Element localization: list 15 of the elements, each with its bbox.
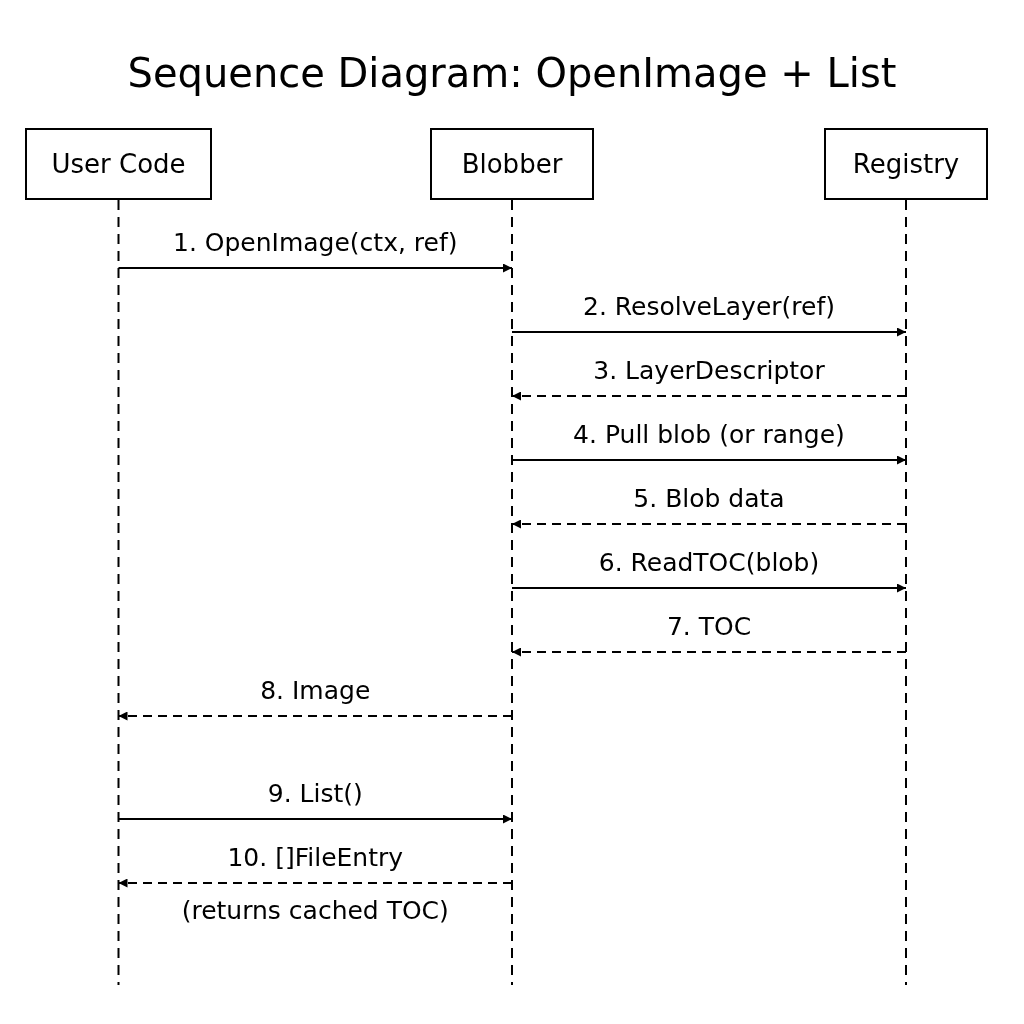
participant-box: User Code <box>25 128 212 200</box>
message-arrow <box>511 455 907 465</box>
note-text: (returns cached TOC) <box>180 896 450 926</box>
message-arrow <box>511 583 907 593</box>
message-arrow <box>117 814 513 824</box>
message-arrow <box>511 327 907 337</box>
message-arrow <box>117 263 513 273</box>
participant-box: Blobber <box>430 128 594 200</box>
diagram-title: Sequence Diagram: OpenImage + List <box>126 50 898 96</box>
message-arrow <box>117 711 513 721</box>
message-arrow <box>511 519 907 529</box>
message-arrow <box>511 647 907 657</box>
participant-box: Registry <box>824 128 988 200</box>
message-arrow <box>117 878 513 888</box>
message-arrow <box>511 391 907 401</box>
